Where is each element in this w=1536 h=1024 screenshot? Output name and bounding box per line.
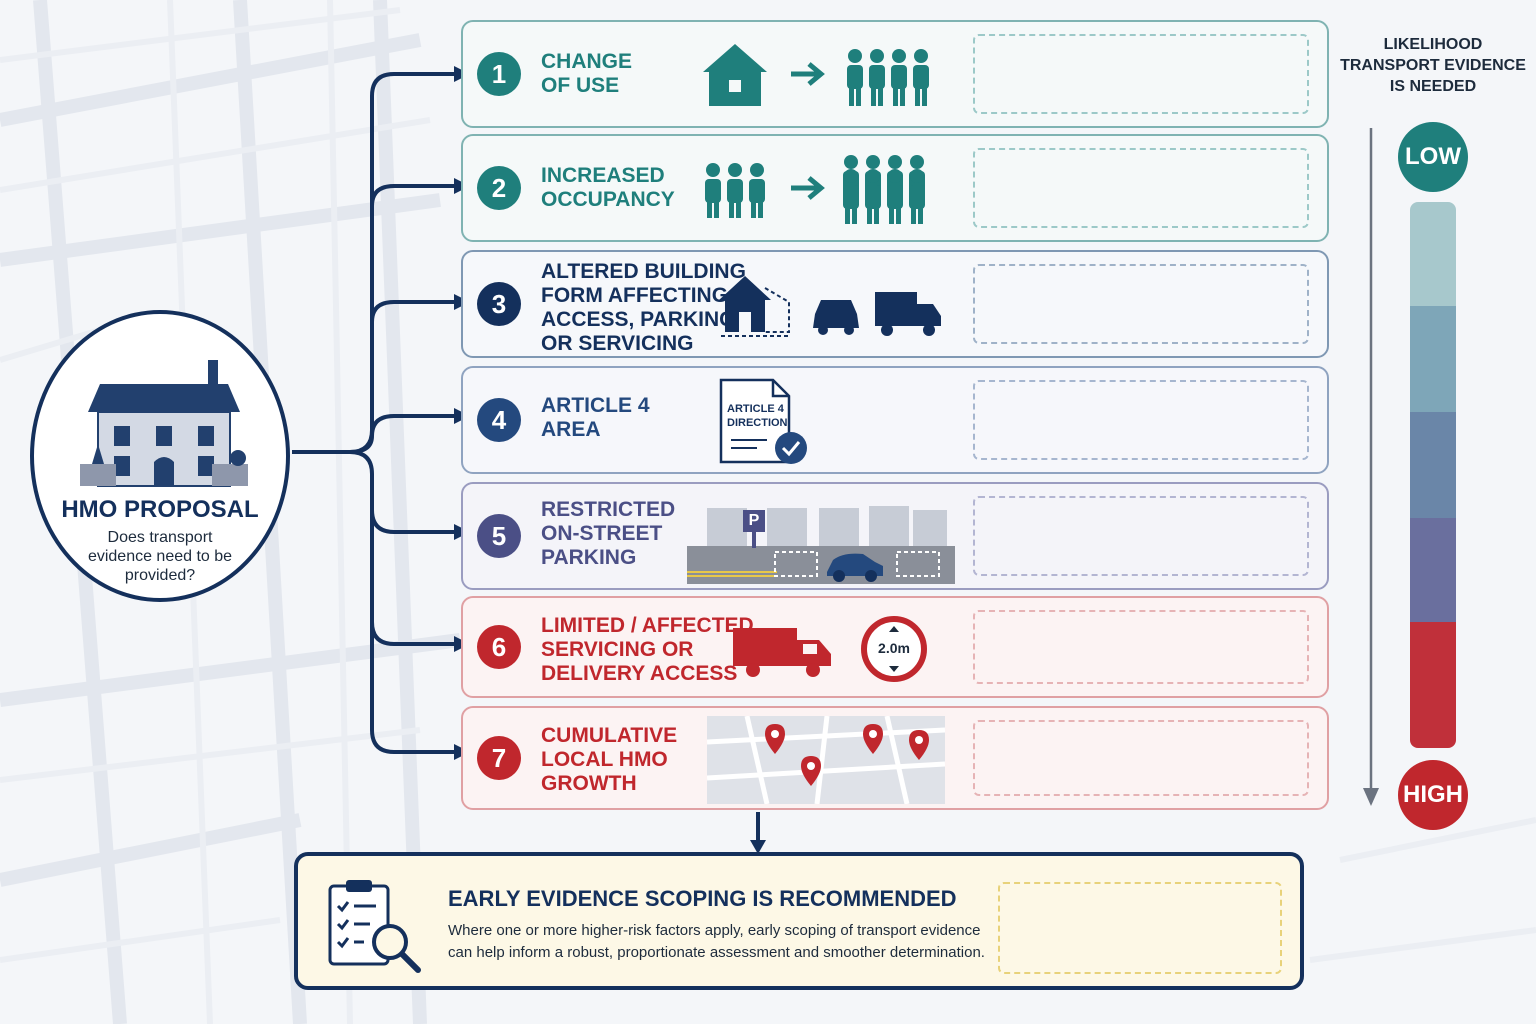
factor-note-box — [973, 496, 1309, 576]
factor-note-box — [973, 148, 1309, 228]
recommendation-body: Where one or more higher-risk factors ap… — [448, 922, 985, 961]
factor-number-badge: 6 — [477, 625, 521, 669]
factor-note-box — [973, 34, 1309, 114]
factor-number-badge: 5 — [477, 514, 521, 558]
factor-note-box — [973, 610, 1309, 684]
recommendation-panel: EARLY EVIDENCE SCOPING IS RECOMMENDED Wh… — [294, 852, 1304, 990]
house-to-people-icon — [703, 44, 929, 106]
parking-sign-letter: P — [748, 512, 760, 529]
article-4-direction-document-icon: ARTICLE 4 DIRECTION — [717, 376, 809, 468]
factor-label: CUMULATIVE LOCAL HMO GROWTH — [541, 724, 678, 795]
factor-label: ARTICLE 4 AREA — [541, 394, 650, 441]
scale-low-label: LOW — [1398, 122, 1468, 192]
factor-number-badge: 4 — [477, 398, 521, 442]
article-4-direction-text: ARTICLE 4 DIRECTION — [727, 403, 788, 429]
factor-label: CHANGE OF USE — [541, 50, 633, 97]
height-limit-text: 2.0m — [878, 640, 910, 656]
scale-segment — [1410, 412, 1456, 518]
height-limit-sign-icon: 2.0m — [859, 614, 929, 684]
townhouse-icon — [80, 360, 248, 487]
factor-number-badge: 2 — [477, 166, 521, 210]
factor-change-of-use: 1 CHANGE OF USE — [461, 20, 1329, 128]
factor-altered-building-form: 3 ALTERED BUILDING FORM AFFECTING ACCESS… — [461, 250, 1329, 358]
factor-number-badge: 3 — [477, 282, 521, 326]
factor-label: RESTRICTED ON-STREET PARKING — [541, 498, 676, 569]
factor-label: INCREASED OCCUPANCY — [541, 164, 675, 211]
hmo-proposal-hub: HMO PROPOSAL Does transport evidence nee… — [30, 310, 290, 602]
scale-title: LIKELIHOOD TRANSPORT EVIDENCE IS NEEDED — [1340, 36, 1526, 95]
recommendation-title: EARLY EVIDENCE SCOPING IS RECOMMENDED — [448, 886, 957, 911]
street-parking-scene-icon: P — [687, 496, 955, 584]
scale-segment — [1410, 518, 1456, 622]
factor-note-box — [973, 264, 1309, 344]
factor-label: LIMITED / AFFECTED SERVICING OR DELIVERY… — [541, 614, 754, 685]
factor-cumulative-hmo-growth: 7 CUMULATIVE LOCAL HMO GROWTH — [461, 706, 1329, 810]
factor-note-box — [973, 380, 1309, 460]
factor-label: ALTERED BUILDING FORM AFFECTING ACCESS, … — [541, 260, 746, 355]
checklist-magnifier-icon — [328, 880, 421, 973]
scale-segment — [1410, 202, 1456, 306]
hub-title: HMO PROPOSAL — [61, 496, 259, 523]
factor-servicing-delivery-access: 6 LIMITED / AFFECTED SERVICING OR DELIVE… — [461, 596, 1329, 698]
scale-high-label: HIGH — [1398, 760, 1468, 830]
factor-number-badge: 7 — [477, 736, 521, 780]
factor-restricted-on-street-parking: 5 RESTRICTED ON-STREET PARKING P — [461, 482, 1329, 590]
scale-segment — [1410, 306, 1456, 412]
occupancy-growth-icon — [705, 155, 925, 224]
factor-article-4-area: 4 ARTICLE 4 AREA ARTICLE 4 DIRECTION — [461, 366, 1329, 474]
factor-increased-occupancy: 2 INCREASED OCCUPANCY — [461, 134, 1329, 242]
scale-segment — [1410, 622, 1456, 748]
delivery-van-icon — [733, 628, 831, 677]
factor-number-badge: 1 — [477, 52, 521, 96]
recommendation-note-box — [998, 882, 1282, 974]
scale-arrow — [1363, 128, 1379, 806]
map-pins-icon — [707, 716, 945, 804]
building-car-van-icon — [719, 276, 941, 337]
factor-note-box — [973, 720, 1309, 796]
hub-question: Does transport evidence need to be provi… — [87, 529, 233, 584]
